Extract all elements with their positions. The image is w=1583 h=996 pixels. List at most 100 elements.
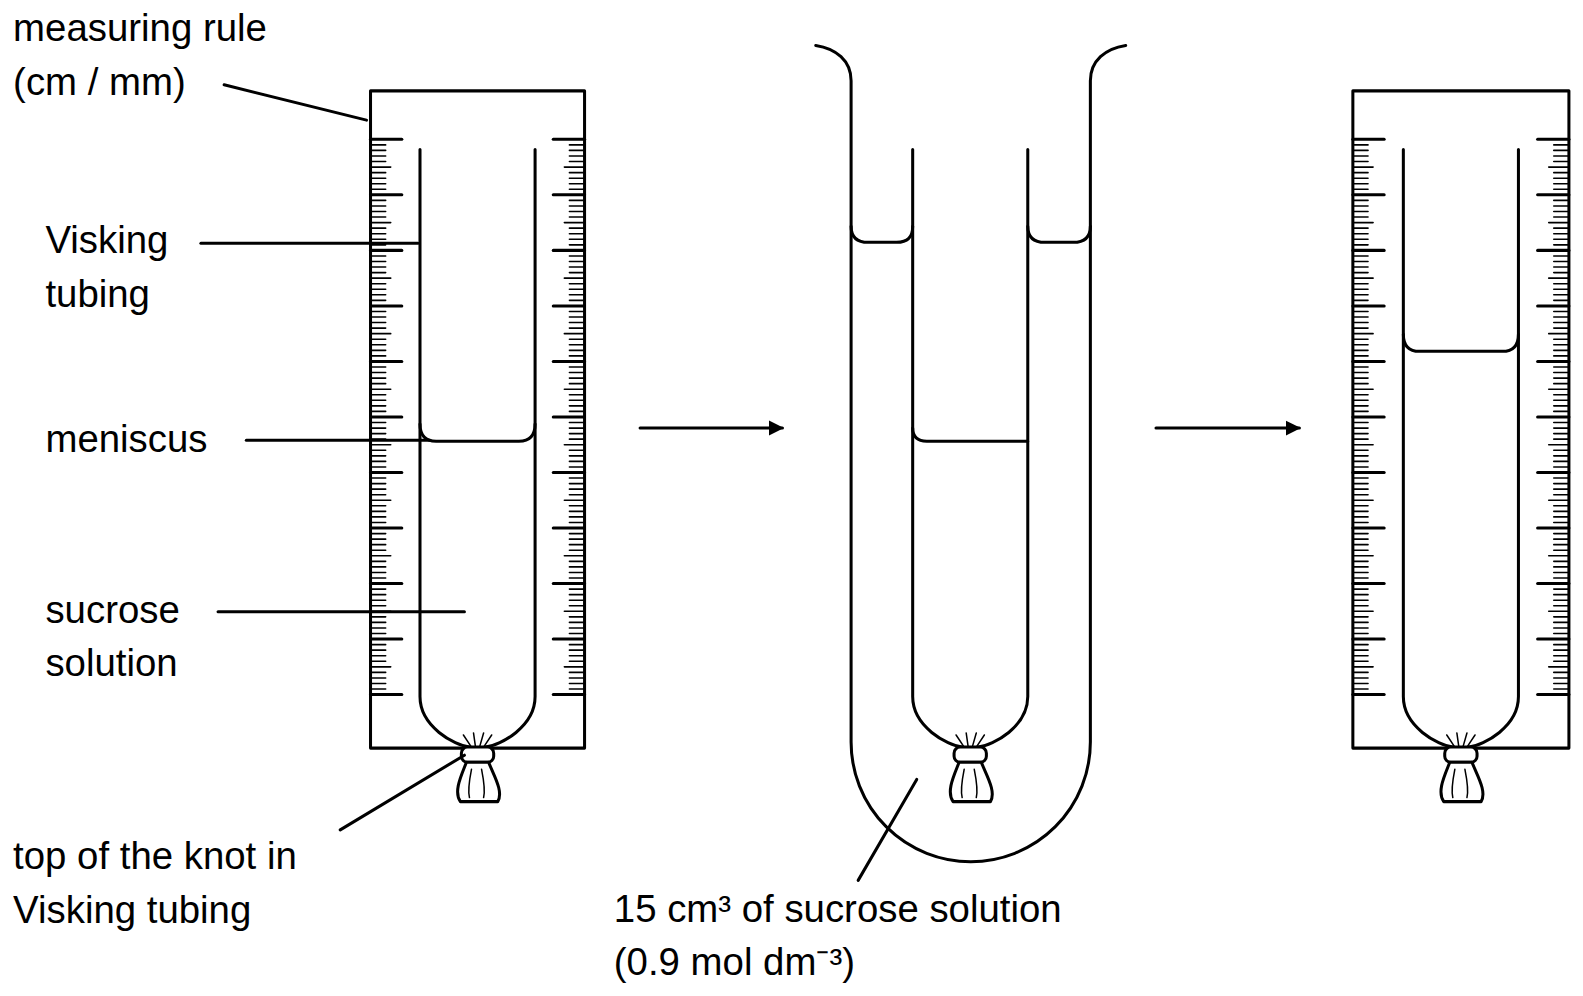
tick-mark [569,672,584,674]
tick-mark [1554,538,1569,540]
tick-mark [1554,660,1569,662]
tick-mark [1353,505,1368,507]
tick-mark [1353,161,1368,163]
tick-mark [371,511,386,513]
tick-mark [1353,405,1368,407]
tick-mark [1554,177,1569,179]
tick-mark [1353,566,1368,568]
part-label: meniscus [45,413,207,467]
tick-mark [371,294,386,296]
tick-mark [371,211,386,213]
tick-mark [1353,611,1373,613]
tick-mark [553,360,584,363]
tick-mark [1554,272,1569,274]
tick-mark [371,666,391,668]
tick-mark [1353,555,1373,557]
tick-mark [569,272,584,274]
tick-mark [1353,244,1368,246]
tick-mark [371,304,402,307]
meniscus-line [420,424,535,441]
tick-mark [1353,527,1384,530]
tick-mark [569,633,584,635]
tick-mark [1554,683,1569,685]
tick-mark [371,205,386,207]
tick-mark [569,327,584,329]
tick-mark [569,655,584,657]
tick-mark [1554,677,1569,679]
tick-mark [1538,582,1569,585]
tick-mark [1554,344,1569,346]
tick-mark [1554,566,1569,568]
tick-mark [569,449,584,451]
leader-line [201,242,418,245]
tick-mark [569,338,584,340]
tick-mark [1554,605,1569,607]
tick-mark [1554,688,1569,690]
tick-mark [569,549,584,551]
tick-mark [569,599,584,601]
tick-mark [1549,333,1569,335]
tick-mark [1353,477,1368,479]
tick-mark [1353,166,1373,168]
tick-mark [371,377,386,379]
tick-mark [1353,499,1373,501]
tick-mark [1554,233,1569,235]
tick-mark [1549,222,1569,224]
tick-mark [1549,166,1569,168]
tick-mark [553,249,584,252]
measuring-rule [371,91,585,748]
tick-mark [1554,316,1569,318]
tick-mark [569,455,584,457]
tick-mark [371,399,386,401]
tick-mark [569,483,584,485]
tick-mark [564,388,584,390]
tick-mark [569,394,584,396]
tick-mark [1353,150,1368,152]
tick-mark [569,572,584,574]
measuring-rule [1353,91,1569,748]
tick-mark [371,394,386,396]
tick-mark [371,549,386,551]
tick-mark [1353,616,1368,618]
tick-mark [1554,422,1569,424]
tick-mark [569,177,584,179]
tick-mark [1353,277,1373,279]
tick-mark [1554,561,1569,563]
tick-mark [371,261,386,263]
tick-mark [1353,344,1368,346]
tick-mark [1554,533,1569,535]
tick-mark [1353,255,1368,257]
tick-mark [569,283,584,285]
tick-mark [553,693,584,696]
tick-mark [371,300,386,302]
tick-mark [569,505,584,507]
tick-mark [1554,255,1569,257]
tick-mark [1353,455,1368,457]
tick-mark [569,161,584,163]
tick-mark [371,672,386,674]
tick-mark [371,577,386,579]
tick-mark [371,449,386,451]
tick-mark [1554,616,1569,618]
tick-mark [569,350,584,352]
tick-mark [553,415,584,418]
tick-mark [1554,544,1569,546]
tick-mark [371,272,386,274]
tick-mark [569,405,584,407]
tick-mark [1353,383,1368,385]
tick-mark [569,399,584,401]
tick-mark [1353,399,1368,401]
tick-mark [1554,283,1569,285]
tick-mark [1538,638,1569,641]
tick-mark [1554,238,1569,240]
tick-mark [569,605,584,607]
tick-mark [1353,177,1368,179]
part-label: top of the knot in Visking tubing [13,830,297,937]
tick-mark [1554,477,1569,479]
tick-mark [1353,272,1368,274]
tick-mark [569,233,584,235]
tick-mark [371,544,386,546]
tick-mark [1549,666,1569,668]
tick-mark [1554,483,1569,485]
tick-mark [1554,505,1569,507]
